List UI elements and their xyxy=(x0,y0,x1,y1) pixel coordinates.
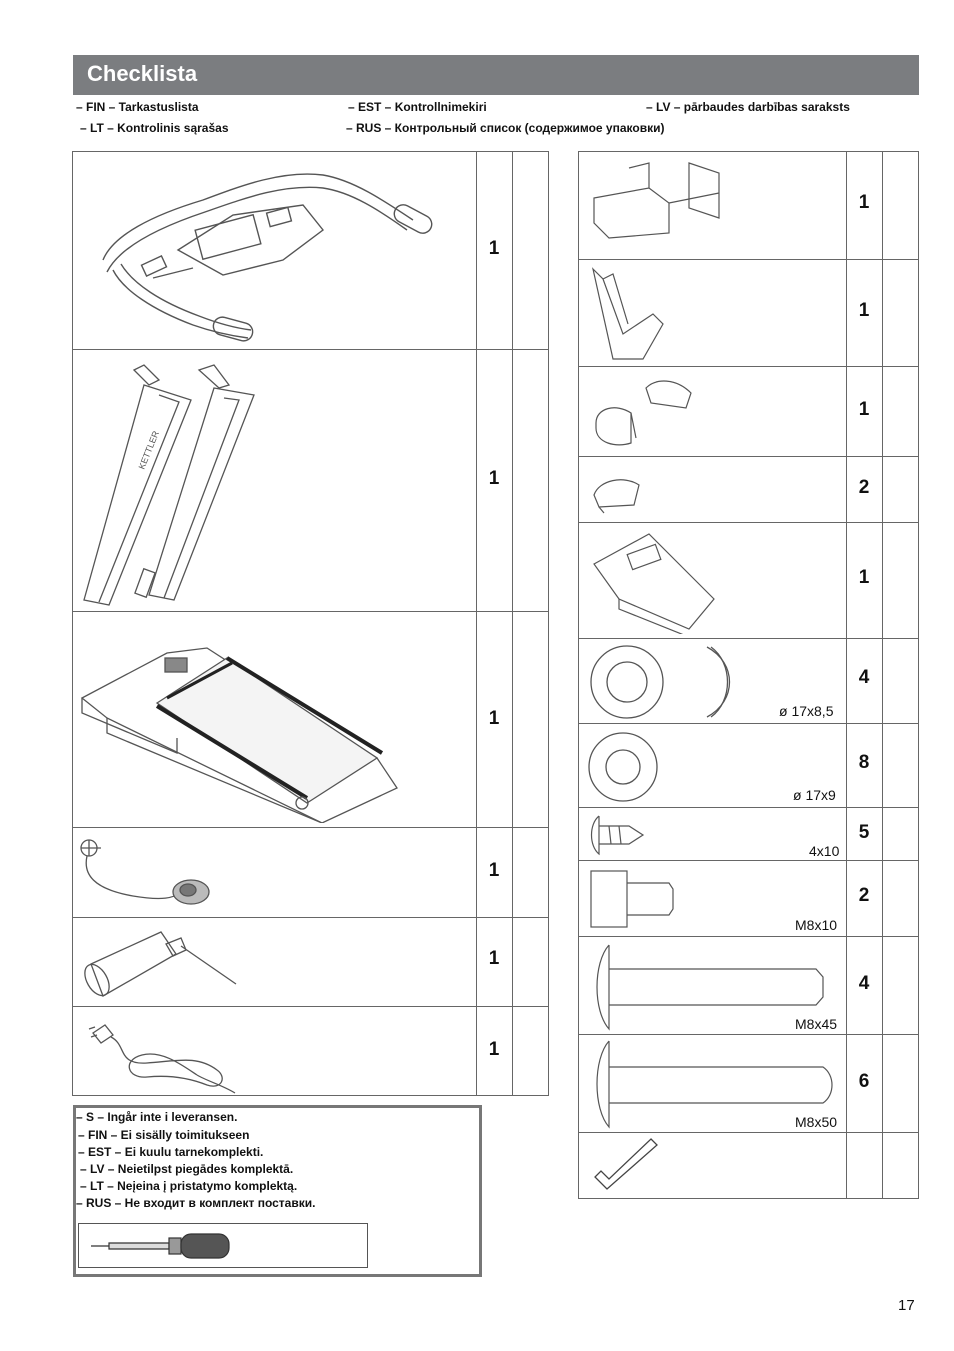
page-title: Checklista xyxy=(87,61,198,86)
quantity: 1 xyxy=(488,468,500,489)
handlebar-frame-illustration xyxy=(93,160,453,345)
quantity: 1 xyxy=(488,948,500,969)
table-row: M8x10 2 xyxy=(579,861,918,937)
curved-washer-illustration xyxy=(587,643,737,721)
quantity: 1 xyxy=(858,192,870,213)
quantity: 8 xyxy=(858,752,870,773)
table-row: 1 xyxy=(579,260,918,367)
not-included-note: – S – Ingår inte i leveransen. – FIN – E… xyxy=(73,1105,482,1277)
screwdriver-icon xyxy=(91,1233,230,1259)
quantity: 1 xyxy=(488,860,500,881)
dimension-label: M8x50 xyxy=(795,1114,838,1130)
lang-lv: – LV – pārbaudes darbības saraksts xyxy=(646,100,850,114)
quantity: 4 xyxy=(858,973,870,994)
page-title-bar: Checklista xyxy=(73,55,919,95)
console-bracket-cover-illustration xyxy=(589,158,729,248)
table-row: 1 xyxy=(73,1007,548,1095)
bolt-m8x10-illustration xyxy=(589,869,679,929)
table-row: 2 xyxy=(579,457,918,523)
table-row: KETTLER 1 xyxy=(73,350,548,612)
dimension-label: M8x10 xyxy=(795,917,838,933)
quantity: 1 xyxy=(488,238,500,259)
quantity: 1 xyxy=(488,708,500,729)
dimension-label: ø 17x8,5 xyxy=(779,703,834,719)
safety-key-illustration xyxy=(73,834,223,914)
post-covers-illustration xyxy=(591,373,701,453)
end-cap-illustration xyxy=(589,465,649,515)
quantity: 1 xyxy=(488,1039,500,1060)
console-housing-illustration xyxy=(589,529,719,634)
bolt-m8x45-illustration xyxy=(591,943,831,1031)
quantity: 2 xyxy=(858,477,870,498)
note-line-rus: – RUS – Не входит в комплект поставки. xyxy=(76,1196,316,1210)
page-number: 17 xyxy=(898,1297,915,1314)
table-row: 1 xyxy=(73,828,548,918)
table-row xyxy=(579,1133,918,1198)
flat-washer-illustration xyxy=(585,730,665,804)
table-row: 1 xyxy=(73,612,548,828)
table-row: M8x45 4 xyxy=(579,937,918,1035)
lang-rus: – RUS – Контрольный список (содержимое у… xyxy=(346,121,665,135)
bolt-m8x50-illustration xyxy=(591,1039,836,1129)
dimension-label: 4x10 xyxy=(809,843,840,859)
dimension-label: ø 17x9 xyxy=(793,787,836,803)
quantity: 1 xyxy=(858,300,870,321)
quantity: 2 xyxy=(858,885,870,906)
quantity: 4 xyxy=(858,667,870,688)
allen-key-illustration xyxy=(589,1137,659,1195)
quantity: 1 xyxy=(858,567,870,588)
note-line-est: – EST – Ei kuulu tarnekomplekti. xyxy=(78,1145,264,1159)
lang-lt: – LT – Kontrolinis sąrašas xyxy=(80,121,229,135)
lang-est: – EST – Kontrollnimekiri xyxy=(348,100,487,114)
note-line-s: – S – Ingår inte i leveransen. xyxy=(76,1110,238,1124)
left-parts-table: 1 KETTLER 1 xyxy=(72,151,549,1096)
table-row: 1 xyxy=(579,367,918,457)
quantity: 1 xyxy=(858,399,870,420)
table-row: 1 xyxy=(579,152,918,260)
side-bracket-illustration xyxy=(583,264,673,364)
screw-illustration xyxy=(589,814,649,856)
table-row: ø 17x8,5 4 xyxy=(579,639,918,724)
table-row: 4x10 5 xyxy=(579,808,918,861)
dimension-label: M8x45 xyxy=(795,1016,838,1032)
table-row: ø 17x9 8 xyxy=(579,724,918,808)
table-row: 1 xyxy=(73,152,548,350)
upright-posts-illustration: KETTLER xyxy=(79,360,279,610)
lubricant-bottle-illustration xyxy=(81,924,241,1004)
note-line-lv: – LV – Neietilpst piegādes komplektā. xyxy=(80,1162,294,1176)
screwdriver-box xyxy=(78,1223,368,1268)
lang-fin: – FIN – Tarkastuslista xyxy=(76,100,199,114)
table-row: M8x50 6 xyxy=(579,1035,918,1133)
power-cord-illustration xyxy=(87,1015,237,1095)
svg-text:KETTLER: KETTLER xyxy=(137,429,162,471)
note-line-fin: – FIN – Ei sisälly toimitukseen xyxy=(78,1128,250,1142)
right-parts-table: 1 1 1 xyxy=(578,151,919,1199)
quantity: 6 xyxy=(858,1071,870,1092)
treadmill-base-illustration xyxy=(77,618,407,823)
note-line-lt: – LT – Neįeina į pristatymo komplektą. xyxy=(80,1179,298,1193)
quantity: 5 xyxy=(858,822,870,843)
table-row: 1 xyxy=(73,918,548,1007)
table-row: 1 xyxy=(579,523,918,639)
